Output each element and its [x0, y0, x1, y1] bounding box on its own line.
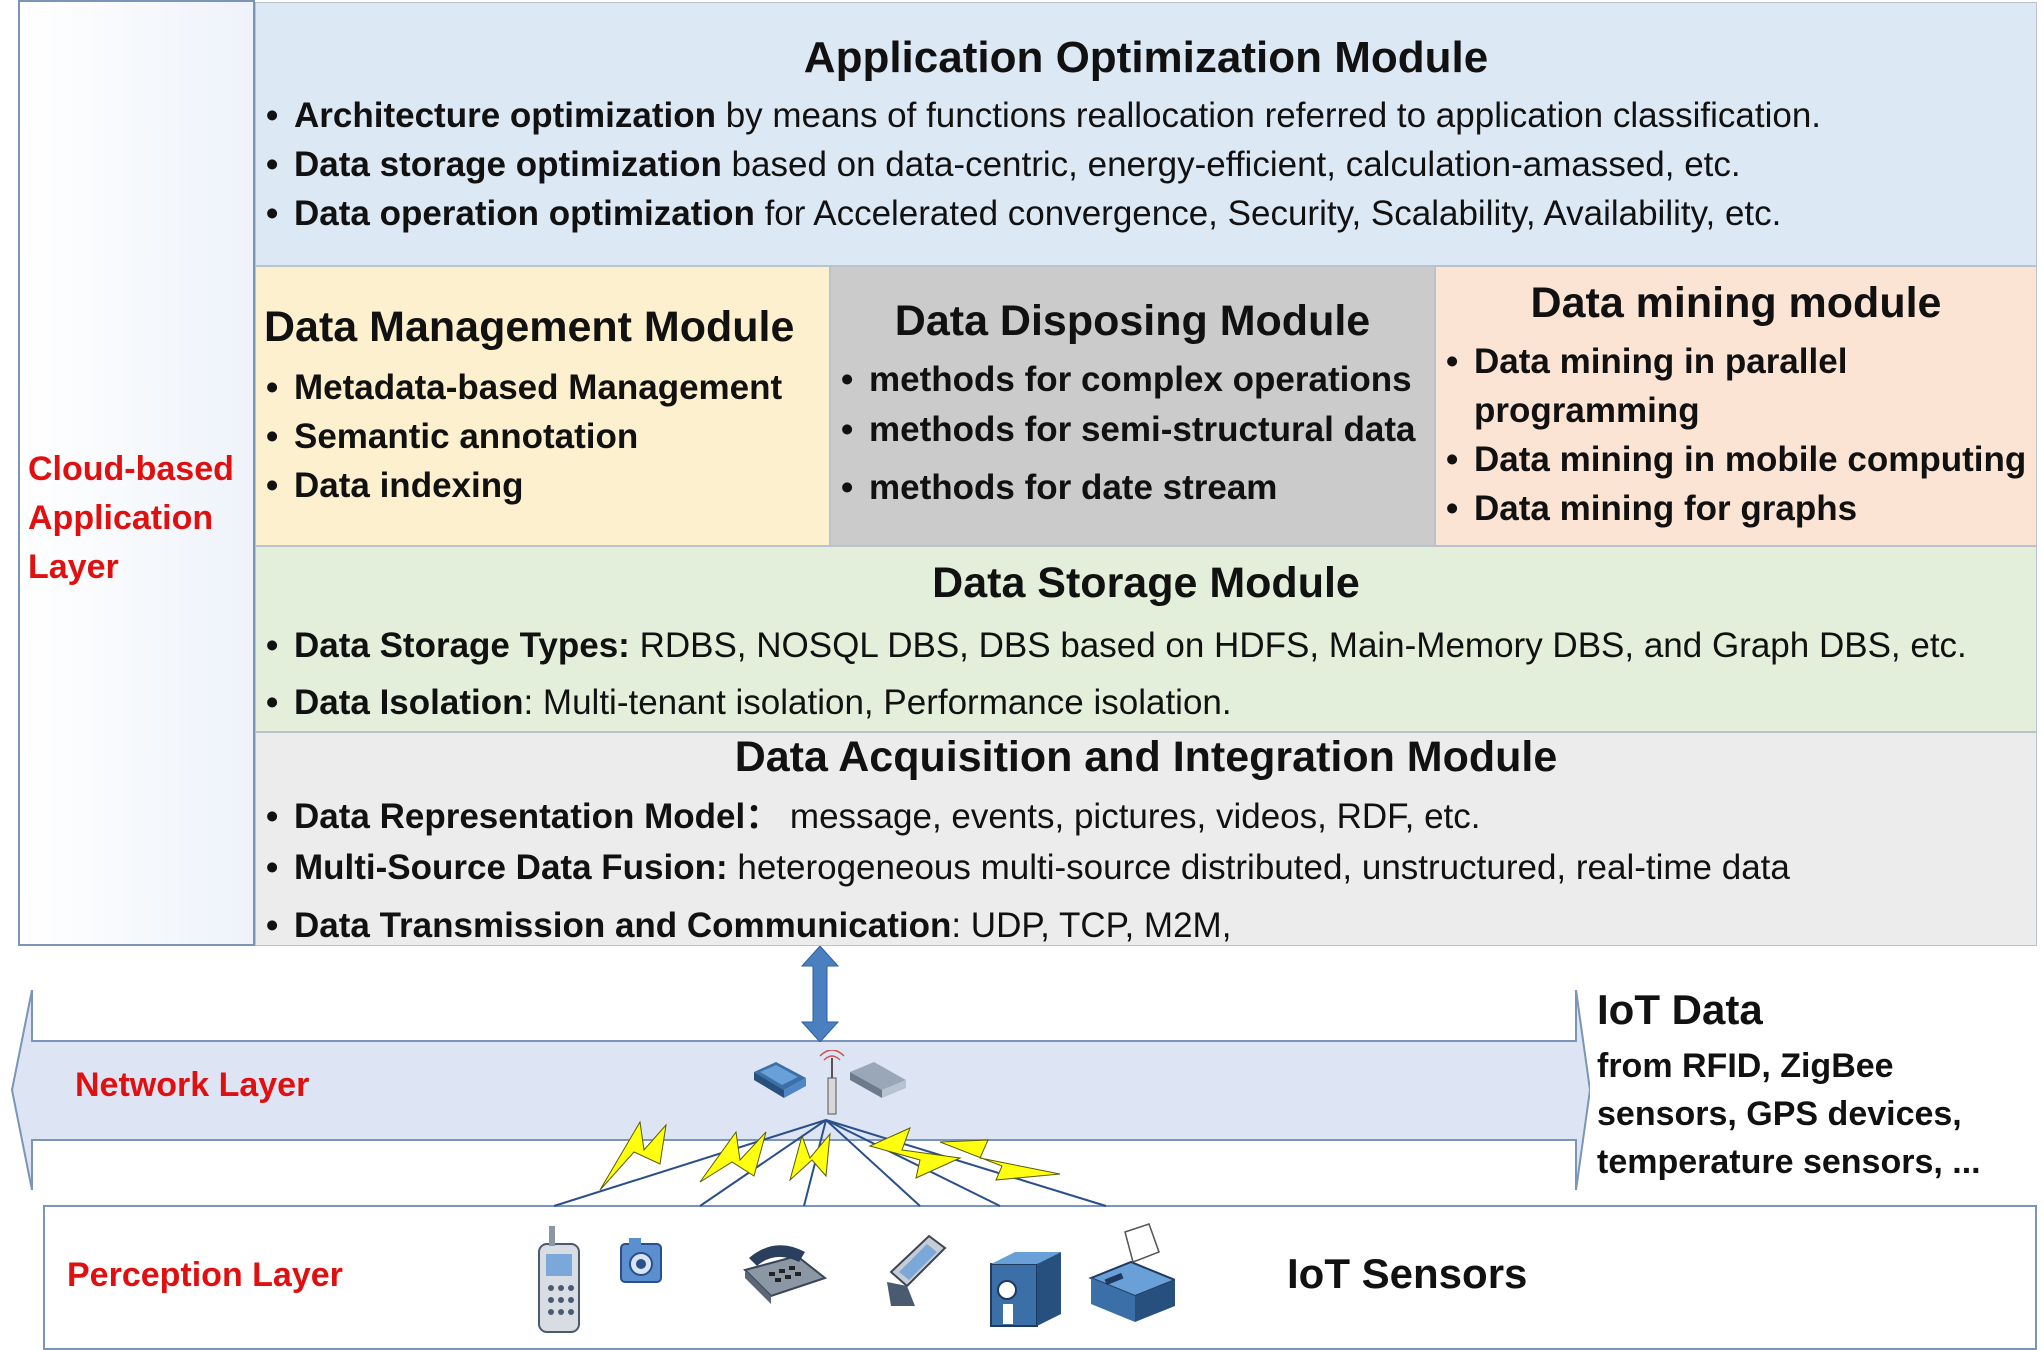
link-line: [699, 1119, 827, 1207]
data-disposing-title: Data Disposing Module: [894, 297, 1371, 345]
data-mining-title: Data mining module: [1530, 279, 1942, 327]
network-layer-band: [10, 990, 1590, 1190]
data-acquisition-list: Data Representation Model： message, even…: [262, 791, 1790, 951]
router-icon: [754, 1062, 806, 1098]
cloud-layer-frame: [18, 0, 255, 946]
item-text: heterogeneous multi-source distributed, …: [727, 848, 1790, 887]
data-storage-list: Data Storage Types: RDBS, NOSQL DBS, DBS…: [262, 617, 1967, 731]
link-line: [825, 1119, 1001, 1207]
video-camera-icon: [990, 1252, 1061, 1327]
list-item: Data operation optimization for Accelera…: [262, 189, 1821, 238]
item-line: programming: [1474, 391, 1700, 430]
data-storage-module: Data Storage Module Data Storage Types: …: [255, 546, 2037, 732]
item-bold: Data Representation Model：: [294, 797, 781, 836]
pda-device-icon: [887, 1234, 947, 1306]
data-mining-module: Data mining module Data mining in parall…: [1435, 266, 2037, 546]
item-text: by means of functions reallocation refer…: [715, 96, 1822, 135]
list-item: Data mining in parallel programming: [1442, 337, 2026, 435]
list-item: Semantic annotation: [262, 412, 782, 461]
iot-data-line: from RFID, ZigBee: [1597, 1047, 1894, 1085]
data-acquisition-title: Data Acquisition and Integration Module: [734, 733, 1558, 781]
item-text: based on data-centric, energy-efficient,…: [721, 145, 1741, 184]
switch-icon: [850, 1062, 906, 1098]
data-management-module: Data Management Module Metadata-based Ma…: [255, 266, 830, 546]
iot-data-line: sensors, GPS devices,: [1597, 1095, 1962, 1133]
list-item: Data Transmission and Communication: UDP…: [262, 900, 1790, 951]
fax-machine-icon: [1088, 1223, 1175, 1322]
iot-data-description: from RFID, ZigBee sensors, GPS devices, …: [1597, 1042, 1981, 1186]
item-text: message, events, pictures, videos, RDF, …: [780, 797, 1481, 836]
link-line: [825, 1119, 921, 1207]
application-optimization-module: Application Optimization Module Architec…: [255, 2, 2037, 266]
data-management-list: Metadata-based Management Semantic annot…: [262, 363, 782, 510]
iot-data-title: IoT Data: [1597, 986, 1763, 1033]
lightning-bolt-icon: [699, 1130, 767, 1183]
item-bold: Data Storage Types:: [294, 626, 630, 665]
data-management-title: Data Management Module: [264, 303, 795, 351]
item-line: Data mining in parallel: [1474, 342, 1848, 381]
network-band-arrow: [10, 990, 1590, 1190]
list-item: Data Storage Types: RDBS, NOSQL DBS, DBS…: [262, 617, 1967, 674]
item-bold: Data Transmission and Communication: [294, 906, 952, 945]
link-line: [825, 1119, 1107, 1207]
data-disposing-list: methods for complex operations methods f…: [837, 355, 1416, 513]
network-devices: [754, 1050, 906, 1115]
telephone-icon: [743, 1245, 828, 1304]
item-text: : Multi-tenant isolation, Performance is…: [523, 683, 1232, 722]
item-text: : UDP, TCP, M2M,: [951, 906, 1232, 945]
iot-sensors-label: IoT Sensors: [1287, 1250, 1528, 1297]
camera-icon: [620, 1238, 662, 1283]
list-item: Multi-Source Data Fusion: heterogeneous …: [262, 842, 1790, 893]
data-disposing-module: Data Disposing Module methods for comple…: [830, 266, 1435, 546]
list-item: Data storage optimization based on data-…: [262, 140, 1821, 189]
list-item: Data Isolation: Multi-tenant isolation, …: [262, 674, 1967, 731]
application-optimization-list: Architecture optimization by means of fu…: [262, 91, 1821, 238]
item-bold: Data operation optimization: [294, 194, 755, 233]
perception-layer-label: Perception Layer: [67, 1256, 343, 1294]
item-text: for Accelerated convergence, Security, S…: [754, 194, 1782, 233]
lightning-bolt-icon: [789, 1132, 831, 1182]
list-item: Data mining in mobile computing: [1442, 435, 2026, 484]
list-item: methods for semi-structural data: [837, 405, 1416, 455]
item-bold: Multi-Source Data Fusion:: [294, 848, 728, 887]
item-bold: Data Isolation: [294, 683, 524, 722]
wireless-links: [553, 1119, 1107, 1207]
antenna-icon: [819, 1050, 845, 1115]
list-item: methods for date stream: [837, 463, 1416, 513]
list-item: Metadata-based Management: [262, 363, 782, 412]
iot-sensor-devices: [538, 1223, 1175, 1333]
cloud-layer-label: Cloud-based Application Layer: [28, 445, 253, 592]
list-item: methods for complex operations: [837, 355, 1416, 405]
network-layer-label: Network Layer: [75, 1066, 310, 1104]
lightning-bolt-icon: [868, 1127, 962, 1179]
double-arrow-icon: [800, 946, 840, 1042]
list-item: Data Representation Model： message, even…: [262, 791, 1790, 842]
mobile-phone-icon: [538, 1226, 580, 1333]
cloud-layer-label-line: Layer: [28, 548, 119, 586]
item-bold: Architecture optimization: [294, 96, 716, 135]
link-line: [553, 1119, 827, 1207]
data-acquisition-module: Data Acquisition and Integration Module …: [255, 732, 2037, 951]
lightning-bolt-icon: [939, 1139, 1061, 1181]
item-text: RDBS, NOSQL DBS, DBS based on HDFS, Main…: [629, 626, 1967, 665]
application-optimization-title: Application Optimization Module: [803, 33, 1489, 82]
iot-data-line: temperature sensors, ...: [1597, 1143, 1981, 1181]
cloud-layer-label-line: Application: [28, 499, 214, 537]
item-bold: Data storage optimization: [294, 145, 722, 184]
list-item: Architecture optimization by means of fu…: [262, 91, 1821, 140]
lightning-bolt-icon: [599, 1120, 667, 1191]
cloud-layer-label-line: Cloud-based: [28, 450, 234, 488]
list-item: Data mining for graphs: [1442, 484, 2026, 533]
data-mining-list: Data mining in parallel programming Data …: [1442, 337, 2026, 533]
data-storage-title: Data Storage Module: [932, 559, 1360, 607]
list-item: Data indexing: [262, 461, 782, 510]
